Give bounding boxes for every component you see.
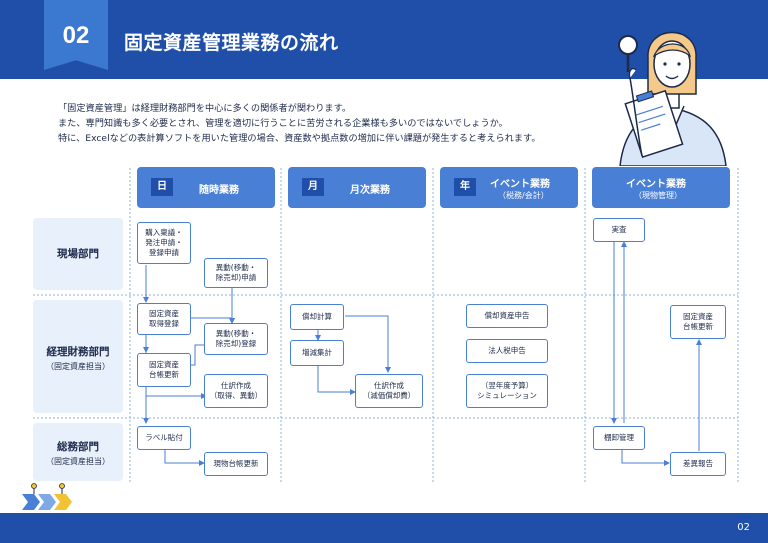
column-title: イベント業務 xyxy=(490,179,550,190)
column-badge: 日 xyxy=(151,178,173,196)
column-badge: 月 xyxy=(302,178,324,196)
column-title: イベント業務 xyxy=(626,179,686,190)
page-title: 固定資産管理業務の流れ xyxy=(124,32,339,54)
process-box: 異動(移動・ 除売却)申請 xyxy=(204,258,268,288)
column-subtitle: （現物管理） xyxy=(634,191,682,200)
intro-line: また、専門知識も多く必要とされ、管理を適切に行うことに苦労される企業様も多いので… xyxy=(58,118,508,129)
page-number: 02 xyxy=(737,522,750,533)
row-subtitle: （固定資産担当） xyxy=(46,362,110,371)
row-label-general-affairs: 総務部門 （固定資産担当） xyxy=(33,423,123,481)
intro-line: 特に、Excelなどの表計算ソフトを用いた管理の場合、資産数や拠点数の増加に伴い… xyxy=(58,133,541,144)
column-title: 随時業務 xyxy=(199,185,239,196)
process-box: 実査 xyxy=(593,218,645,242)
process-box: 法人税申告 xyxy=(466,339,548,363)
row-title: 経理財務部門 xyxy=(46,346,110,358)
row-subtitle: （固定資産担当） xyxy=(46,457,110,466)
column-header-event-physical: イベント業務 （現物管理） xyxy=(592,167,730,208)
intro-text: 「固定資産管理」は経理財務部門を中心に多くの関係者が関わります。 また、専門知識… xyxy=(58,101,618,146)
process-box: 償却計算 xyxy=(290,304,344,330)
section-number: 02 xyxy=(62,22,90,49)
process-box: 固定資産 台帳更新 xyxy=(670,305,726,339)
column-header-daily: 日 随時業務 xyxy=(137,167,275,208)
header-bar xyxy=(0,0,768,79)
process-box: 仕訳作成 （減価償却費） xyxy=(355,374,423,408)
column-subtitle: （税務/会計） xyxy=(498,191,549,200)
process-box: 仕訳作成 （取得、異動） xyxy=(204,374,268,408)
row-title: 現場部門 xyxy=(57,248,99,260)
process-box: 現物台帳更新 xyxy=(204,452,268,476)
column-title: 月次業務 xyxy=(350,185,390,196)
process-box: （翌年度予算） シミュレーション xyxy=(466,374,548,408)
chevron-decoration-icon xyxy=(22,483,72,520)
process-box: 購入稟議・ 発注申請・ 登録申請 xyxy=(137,222,191,264)
section-number-tab: 02 xyxy=(44,0,108,70)
process-box: 固定資産 台帳更新 xyxy=(137,353,191,387)
intro-line: 「固定資産管理」は経理財務部門を中心に多くの関係者が関わります。 xyxy=(58,103,352,114)
row-label-field: 現場部門 xyxy=(33,218,123,290)
process-box: 償却資産申告 xyxy=(466,304,548,328)
process-box: 増減集計 xyxy=(290,340,344,366)
process-box: 差異報告 xyxy=(670,452,726,476)
consultant-illustration xyxy=(619,31,727,166)
process-box: 棚卸管理 xyxy=(593,426,645,450)
process-box: 異動(移動・ 除売却)登録 xyxy=(204,323,268,355)
magnifier-icon xyxy=(618,35,638,72)
row-label-accounting: 経理財務部門 （固定資産担当） xyxy=(33,300,123,413)
process-box: 固定資産 取得登録 xyxy=(137,303,191,335)
footer-bar: 02 xyxy=(0,513,768,543)
process-box: ラベル貼付 xyxy=(137,426,191,450)
row-title: 総務部門 xyxy=(57,441,99,453)
column-header-monthly: 月 月次業務 xyxy=(288,167,426,208)
column-badge: 年 xyxy=(454,178,476,196)
column-header-yearly-tax: 年 イベント業務 （税務/会計） xyxy=(440,167,578,208)
